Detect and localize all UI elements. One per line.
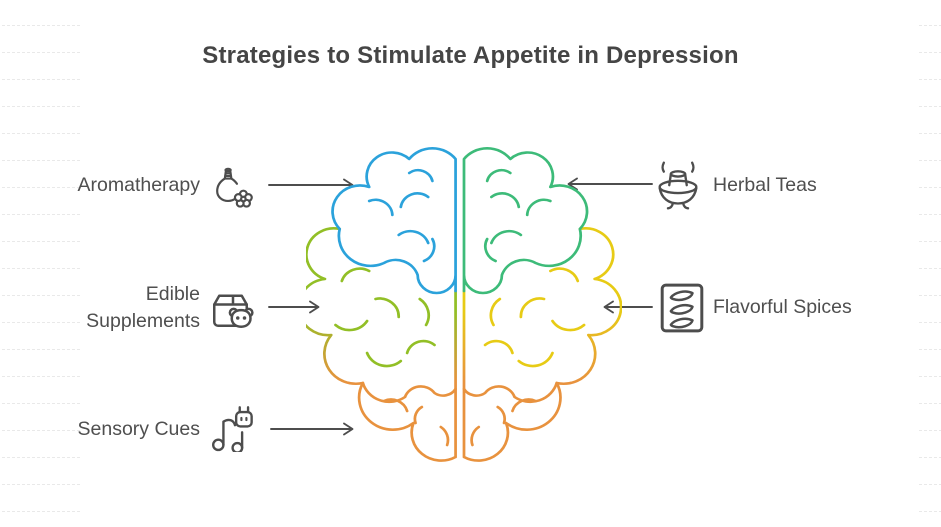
label-flavorful-spices: Flavorful Spices — [713, 296, 852, 318]
notebook-dashed-lines-left — [0, 0, 80, 527]
brain-left-bottom-boundary — [361, 381, 457, 404]
steaming-tea-bowl-icon — [650, 158, 706, 210]
notebook-dashed-lines-right — [917, 0, 941, 527]
brain-left-top-lobe — [331, 147, 457, 295]
brain-left-mid-gyri — [334, 267, 436, 368]
brain-right-bottom-gyri — [470, 398, 537, 447]
brain-right-mid-gyri — [483, 267, 586, 368]
label-herbal-teas: Herbal Teas — [713, 174, 817, 196]
label-edible-supplements: Edible Supplements — [86, 283, 200, 332]
brain-left-top-gyri — [367, 168, 436, 263]
arrow-edible-supplements — [268, 300, 320, 314]
spice-pods-box-icon — [656, 282, 708, 334]
music-note-robot-icon — [208, 402, 256, 452]
arrow-sensory-cues — [270, 422, 354, 436]
page-title: Strategies to Stimulate Appetite in Depr… — [202, 42, 739, 69]
label-aromatherapy: Aromatherapy — [77, 174, 200, 196]
brain-right-lower-outline — [462, 227, 622, 462]
brain-illustration — [306, 147, 622, 462]
brain-right-top-gyri — [483, 168, 552, 263]
brain-left-lower-outline — [306, 227, 457, 462]
arrow-herbal-teas — [567, 177, 653, 191]
brain-left-bottom-gyri — [382, 398, 450, 447]
supplement-box-icon — [208, 282, 258, 332]
brain-right-bottom-boundary — [462, 381, 559, 404]
label-sensory-cues: Sensory Cues — [77, 418, 200, 440]
aromatherapy-diffuser-icon — [210, 160, 256, 208]
brain-right-top-lobe — [462, 147, 589, 295]
arrow-flavorful-spices — [603, 300, 653, 314]
flower-glyph — [233, 189, 253, 208]
